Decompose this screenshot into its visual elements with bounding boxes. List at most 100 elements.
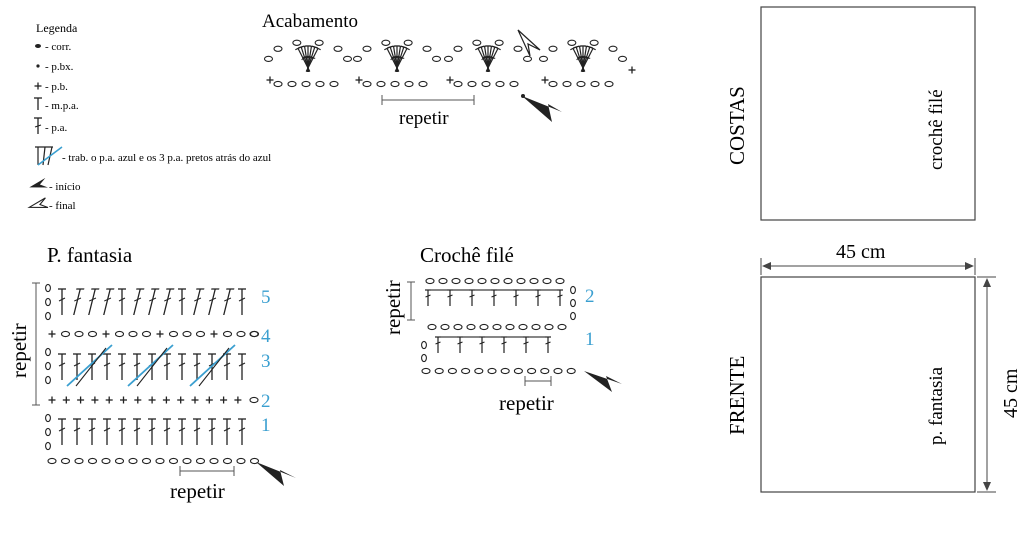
double-crochet xyxy=(237,418,247,446)
chain-stitch xyxy=(74,457,84,465)
chain-stitch xyxy=(362,45,372,52)
chain-stitch xyxy=(381,39,391,46)
start-arrow-icon xyxy=(29,177,48,188)
chain-stitch xyxy=(427,323,437,331)
fantasia-repeat-vertical: repetir xyxy=(7,323,31,378)
row-number: 1 xyxy=(261,415,271,436)
chain-stitch xyxy=(342,55,353,63)
chain-stitch xyxy=(128,330,138,338)
double-crochet xyxy=(69,288,85,316)
chain-stitch xyxy=(490,277,500,285)
chain-stitch xyxy=(329,80,339,88)
shell-fan xyxy=(475,45,501,73)
chain-stitch xyxy=(531,323,541,331)
legend-title: Legenda xyxy=(36,21,78,35)
chain-stitch xyxy=(513,45,523,52)
chain-stitch xyxy=(222,457,233,465)
single-crochet xyxy=(445,75,455,85)
double-crochet xyxy=(522,336,530,354)
chain-stitch xyxy=(287,80,297,88)
fantasia-repeat-bottom: repetir xyxy=(170,479,225,503)
chain-stitch xyxy=(566,367,576,375)
slip-stitch-mark xyxy=(521,94,525,98)
chain-stitch xyxy=(74,330,84,338)
chain-stitch xyxy=(273,80,283,88)
legend-item-label: - p.bx. xyxy=(45,61,74,73)
chain-stitch xyxy=(141,457,152,465)
single-crochet xyxy=(354,75,364,85)
chain-stitch xyxy=(557,323,567,331)
chain-stitch xyxy=(617,55,628,63)
shell-fan xyxy=(570,45,596,73)
single-crochet xyxy=(176,395,185,405)
chain-stitch xyxy=(249,396,259,404)
chain-stitch xyxy=(522,55,533,63)
chain-stitch xyxy=(544,323,554,331)
chain-stitch xyxy=(45,441,51,451)
double-crochet xyxy=(57,353,67,381)
double-crochet xyxy=(468,289,476,307)
chain-stitch xyxy=(421,367,431,375)
double-crochet xyxy=(147,418,157,446)
chain-stitch xyxy=(425,277,435,285)
double-crochet xyxy=(177,288,187,316)
double-crochet xyxy=(500,336,508,354)
single-crochet xyxy=(219,395,228,405)
legend-item-label: - trab. o p.a. azul e os 3 p.a. pretos a… xyxy=(62,152,271,164)
chain-stitch xyxy=(168,330,179,338)
chain-stitch xyxy=(45,361,51,371)
chain-stitch xyxy=(45,427,51,437)
crossed-stitch-blue xyxy=(189,344,236,387)
slip-stitch-symbol-icon xyxy=(36,64,40,68)
row-number: 3 xyxy=(261,351,271,372)
double-crochet xyxy=(207,418,217,446)
row-number: 4 xyxy=(261,326,271,347)
chain-stitch xyxy=(45,283,51,293)
chain-stitch xyxy=(263,55,274,63)
double-crochet xyxy=(534,289,542,307)
chain-stitch xyxy=(570,285,576,295)
chain-stitch xyxy=(141,330,152,338)
double-crochet xyxy=(159,288,175,316)
file-repeat-vertical: repetir xyxy=(381,280,405,335)
chain-stitch xyxy=(548,45,558,52)
row-number: 2 xyxy=(585,286,595,307)
shell-fan xyxy=(384,45,410,73)
back-panel: COSTAS crochê filé xyxy=(725,6,976,221)
chain-stitch xyxy=(47,457,57,465)
legend-item-label: - p.a. xyxy=(45,122,68,134)
double-crochet xyxy=(87,418,97,446)
chain-stitch xyxy=(562,80,572,88)
double-crochet xyxy=(129,288,145,316)
half-double-crochet-symbol-icon xyxy=(34,97,42,110)
chain-stitch xyxy=(604,80,614,88)
double-crochet xyxy=(222,353,232,381)
single-crochet xyxy=(265,75,275,85)
double-crochet xyxy=(222,418,232,446)
double-crochet xyxy=(446,289,454,307)
chain-stitch xyxy=(538,55,549,63)
double-crochet xyxy=(117,353,127,381)
chain-stitch xyxy=(431,55,442,63)
single-crochet xyxy=(205,395,214,405)
end-arrow-icon xyxy=(27,197,49,209)
acabamento-title: Acabamento xyxy=(262,11,358,32)
chain-stitch xyxy=(438,277,448,285)
chain-stitch xyxy=(505,323,515,331)
double-crochet xyxy=(544,336,552,354)
legend-item-label: - p.b. xyxy=(45,81,68,93)
double-crochet xyxy=(490,289,498,307)
single-crochet xyxy=(233,395,243,405)
chain-stitch xyxy=(516,277,526,285)
double-crochet xyxy=(84,288,100,316)
chain-stitch xyxy=(333,45,343,52)
crossed-stitch-blue xyxy=(66,344,113,387)
chain-stitch xyxy=(418,80,428,88)
chain-stitch xyxy=(542,277,552,285)
acabamento-diagram: Acabamento repetir xyxy=(262,11,637,129)
end-arrow-icon xyxy=(517,29,541,57)
double-crochet xyxy=(204,288,220,316)
chain-stitch xyxy=(461,367,471,375)
chain-stitch xyxy=(474,367,484,375)
